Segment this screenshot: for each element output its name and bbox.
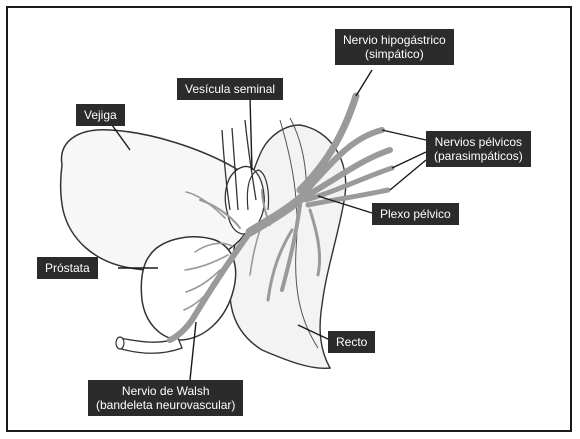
- label-nervios-pelvicos: Nervios pélvicos (parasimpáticos): [426, 131, 531, 167]
- label-nervio-de-walsh: Nervio de Walsh (bandeleta neurovascular…: [88, 380, 243, 416]
- label-plexo-pelvico: Plexo pélvico: [372, 203, 459, 225]
- label-recto: Recto: [328, 331, 375, 353]
- label-nervio-hipogastrico: Nervio hipogástrico (simpático): [335, 29, 454, 65]
- label-prostata: Próstata: [37, 257, 98, 279]
- label-vesicula-seminal: Vesícula seminal: [177, 78, 283, 100]
- label-vejiga: Vejiga: [76, 104, 125, 126]
